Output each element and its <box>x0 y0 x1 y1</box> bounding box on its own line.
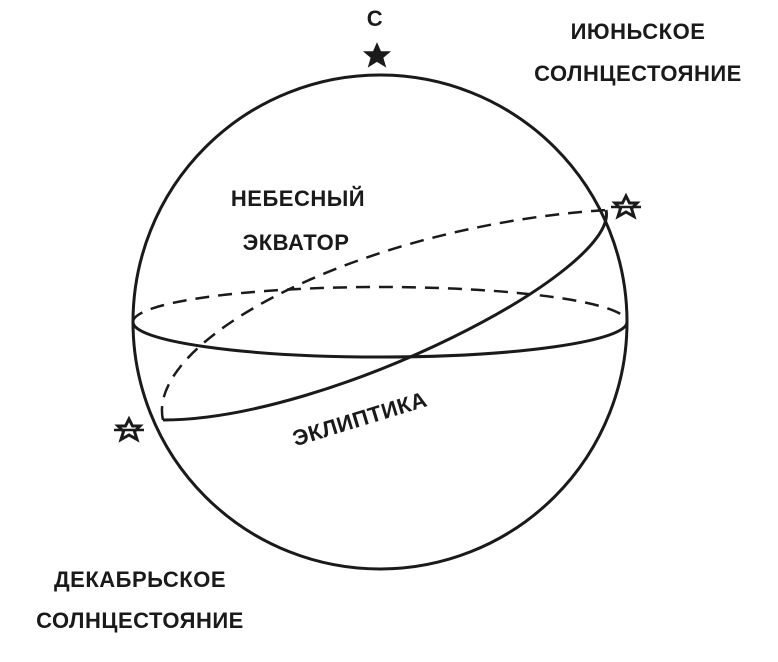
june-solstice-label-line2: СОЛНЦЕСТОЯНИЕ <box>534 61 742 86</box>
june-solstice-label-line1: ИЮНЬСКОЕ <box>571 19 706 44</box>
celestial-sphere <box>131 73 629 571</box>
celestial-equator-front <box>131 321 629 359</box>
ecliptic-label: ЭКЛИПТИКА <box>290 387 430 452</box>
ecliptic-front <box>162 209 608 422</box>
sun-star-icon <box>611 192 641 220</box>
celestial-equator-back <box>131 285 629 323</box>
ecliptic-back <box>160 208 607 421</box>
celestial-equator-label-line2: ЭКВАТОР <box>243 230 350 255</box>
december-solstice-label-line2: СОЛНЦЕСТОЯНИЕ <box>36 608 244 633</box>
star-icon <box>362 42 392 68</box>
sun-star-icon <box>114 415 144 443</box>
celestial-equator-label-line1: НЕБЕСНЫЙ <box>231 186 365 211</box>
north-pole-label: С <box>367 6 383 31</box>
december-solstice-label-line1: ДЕКАБРЬСКОЕ <box>54 567 226 592</box>
